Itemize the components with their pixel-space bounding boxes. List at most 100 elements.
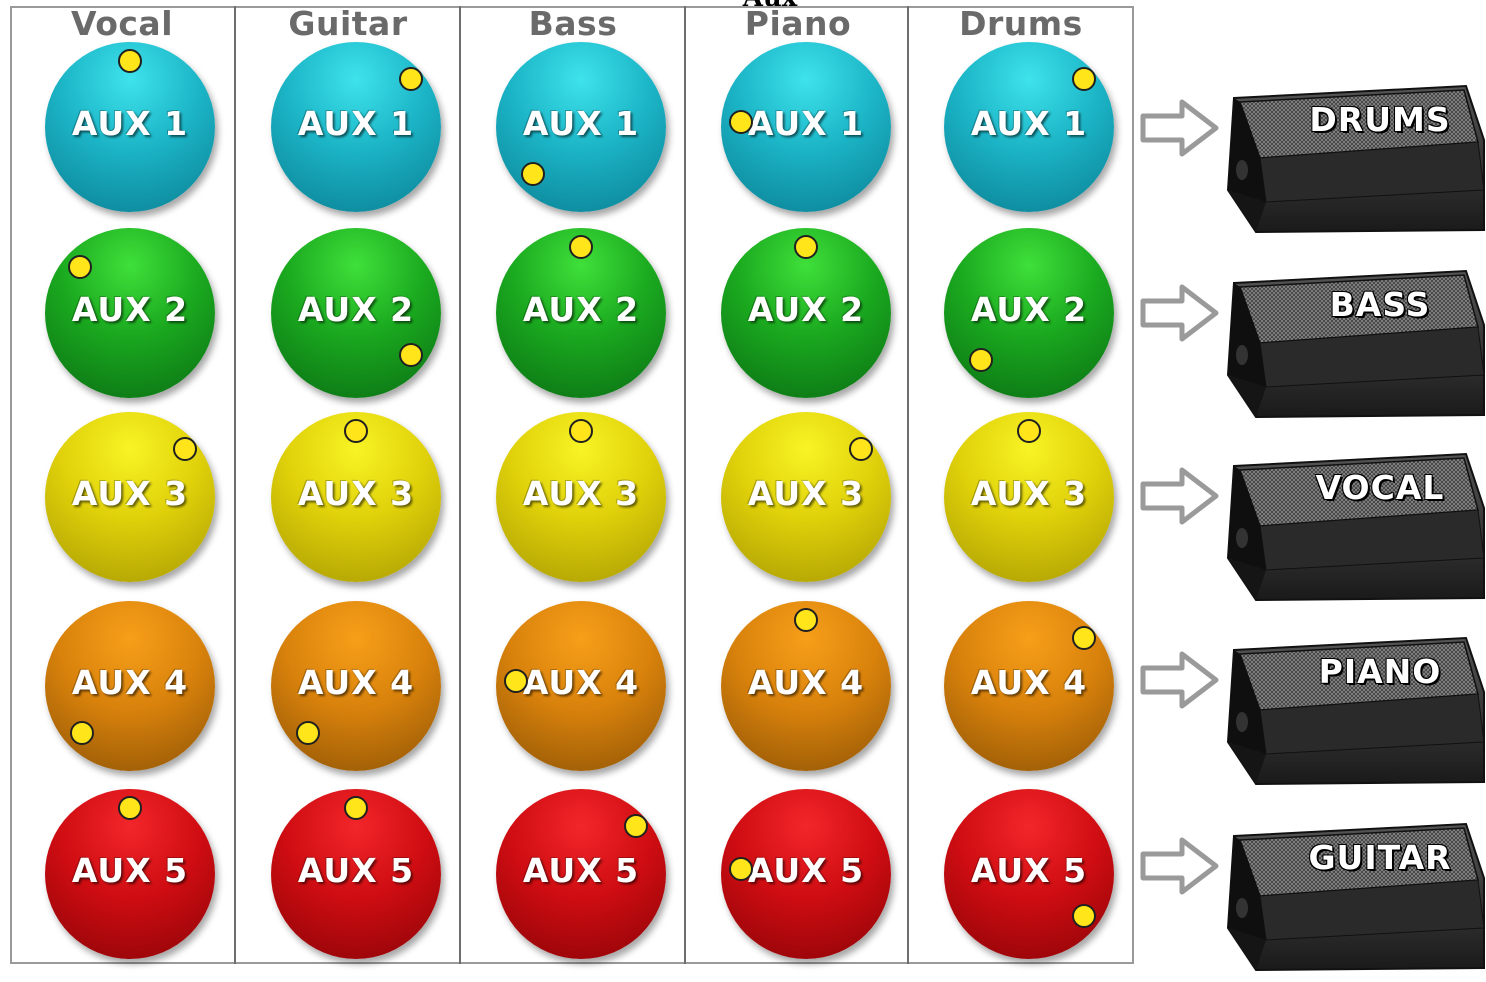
aux-knob[interactable]: AUX 5: [496, 789, 666, 959]
aux-knob-label: AUX 1: [71, 104, 189, 143]
aux-knob-label: AUX 1: [522, 104, 640, 143]
aux-knob[interactable]: AUX 5: [271, 789, 441, 959]
knob-indicator-dot: [118, 49, 142, 73]
aux-knob-label: AUX 4: [747, 663, 865, 702]
knob-indicator-dot: [729, 110, 753, 134]
knob-indicator-dot: [729, 857, 753, 881]
aux-knob[interactable]: AUX 3: [271, 412, 441, 582]
monitor-label: VOCAL: [1315, 468, 1445, 507]
aux-knob[interactable]: AUX 2: [271, 228, 441, 398]
column-header: Drums: [959, 4, 1083, 43]
knob-indicator-dot: [521, 162, 545, 186]
aux-knob[interactable]: AUX 5: [944, 789, 1114, 959]
aux-knob[interactable]: AUX 4: [45, 601, 215, 771]
knob-indicator-dot: [399, 67, 423, 91]
aux-knob[interactable]: AUX 3: [721, 412, 891, 582]
knob-indicator-dot: [118, 796, 142, 820]
knob-indicator-dot: [173, 437, 197, 461]
knob-indicator-dot: [70, 721, 94, 745]
aux-knob-label: AUX 2: [522, 290, 640, 329]
wedge-monitor-icon: [1226, 84, 1485, 234]
aux-knob-label: AUX 3: [522, 474, 640, 513]
aux-knob[interactable]: AUX 2: [944, 228, 1114, 398]
aux-knob-label: AUX 5: [71, 851, 189, 890]
knob-indicator-dot: [1017, 419, 1041, 443]
knob-indicator-dot: [504, 669, 528, 693]
aux-knob[interactable]: AUX 4: [271, 601, 441, 771]
stage-monitor-speaker: PIANO: [1226, 632, 1486, 792]
knob-indicator-dot: [1072, 67, 1096, 91]
aux-knob[interactable]: AUX 5: [45, 789, 215, 959]
aux-knob-label: AUX 4: [71, 663, 189, 702]
aux-knob-label: AUX 3: [747, 474, 865, 513]
stage-monitor-speaker: BASS: [1226, 265, 1486, 425]
aux-knob-label: AUX 3: [71, 474, 189, 513]
aux-knob[interactable]: AUX 1: [496, 42, 666, 212]
column-header: Piano: [744, 4, 852, 43]
knob-indicator-dot: [794, 608, 818, 632]
monitor-label: PIANO: [1318, 652, 1442, 691]
right-arrow-icon: [1140, 837, 1219, 895]
monitor-label: GUITAR: [1308, 838, 1452, 877]
stage-monitor-speaker: DRUMS: [1226, 80, 1486, 240]
aux-knob[interactable]: AUX 5: [721, 789, 891, 959]
aux-knob-label: AUX 2: [297, 290, 415, 329]
aux-knob[interactable]: AUX 2: [45, 228, 215, 398]
aux-knob[interactable]: AUX 2: [496, 228, 666, 398]
right-arrow-icon: [1140, 284, 1219, 342]
aux-knob[interactable]: AUX 1: [271, 42, 441, 212]
knob-indicator-dot: [1072, 904, 1096, 928]
column-divider: [684, 6, 686, 964]
knob-indicator-dot: [344, 419, 368, 443]
aux-knob[interactable]: AUX 3: [45, 412, 215, 582]
aux-knob-label: AUX 2: [970, 290, 1088, 329]
aux-knob-label: AUX 4: [297, 663, 415, 702]
monitor-label: DRUMS: [1309, 100, 1451, 139]
aux-knob-label: AUX 2: [71, 290, 189, 329]
wedge-monitor-icon: [1226, 452, 1485, 602]
aux-knob[interactable]: AUX 4: [944, 601, 1114, 771]
aux-knob[interactable]: AUX 1: [45, 42, 215, 212]
right-arrow-icon: [1140, 99, 1219, 157]
column-header: Bass: [528, 4, 618, 43]
knob-indicator-dot: [68, 255, 92, 279]
knob-indicator-dot: [1072, 626, 1096, 650]
right-arrow-icon: [1140, 467, 1219, 525]
aux-knob[interactable]: AUX 4: [721, 601, 891, 771]
monitor-label: BASS: [1329, 285, 1431, 324]
stage-monitor-speaker: VOCAL: [1226, 448, 1486, 608]
aux-knob-label: AUX 4: [522, 663, 640, 702]
aux-knob[interactable]: AUX 3: [944, 412, 1114, 582]
aux-knob-label: AUX 3: [970, 474, 1088, 513]
knob-indicator-dot: [569, 235, 593, 259]
aux-knob-label: AUX 1: [970, 104, 1088, 143]
aux-knob[interactable]: AUX 1: [944, 42, 1114, 212]
wedge-monitor-icon: [1226, 269, 1485, 419]
knob-indicator-dot: [344, 796, 368, 820]
knob-indicator-dot: [569, 419, 593, 443]
column-divider: [234, 6, 236, 964]
stage-monitor-speaker: GUITAR: [1226, 818, 1486, 978]
knob-indicator-dot: [794, 235, 818, 259]
wedge-monitor-icon: [1226, 822, 1485, 972]
aux-knob-label: AUX 5: [970, 851, 1088, 890]
knob-indicator-dot: [399, 343, 423, 367]
column-header: Vocal: [70, 4, 174, 43]
aux-knob-label: AUX 5: [747, 851, 865, 890]
knob-indicator-dot: [624, 814, 648, 838]
aux-knob[interactable]: AUX 3: [496, 412, 666, 582]
aux-knob-label: AUX 1: [747, 104, 865, 143]
aux-knob-label: AUX 3: [297, 474, 415, 513]
knob-indicator-dot: [296, 721, 320, 745]
knob-indicator-dot: [969, 348, 993, 372]
knob-indicator-dot: [849, 437, 873, 461]
aux-knob[interactable]: AUX 4: [496, 601, 666, 771]
wedge-monitor-icon: [1226, 636, 1485, 786]
column-header: Guitar: [288, 4, 408, 43]
aux-knob-label: AUX 4: [970, 663, 1088, 702]
column-divider: [907, 6, 909, 964]
aux-knob[interactable]: AUX 2: [721, 228, 891, 398]
aux-knob-label: AUX 1: [297, 104, 415, 143]
aux-knob-label: AUX 5: [297, 851, 415, 890]
aux-knob[interactable]: AUX 1: [721, 42, 891, 212]
